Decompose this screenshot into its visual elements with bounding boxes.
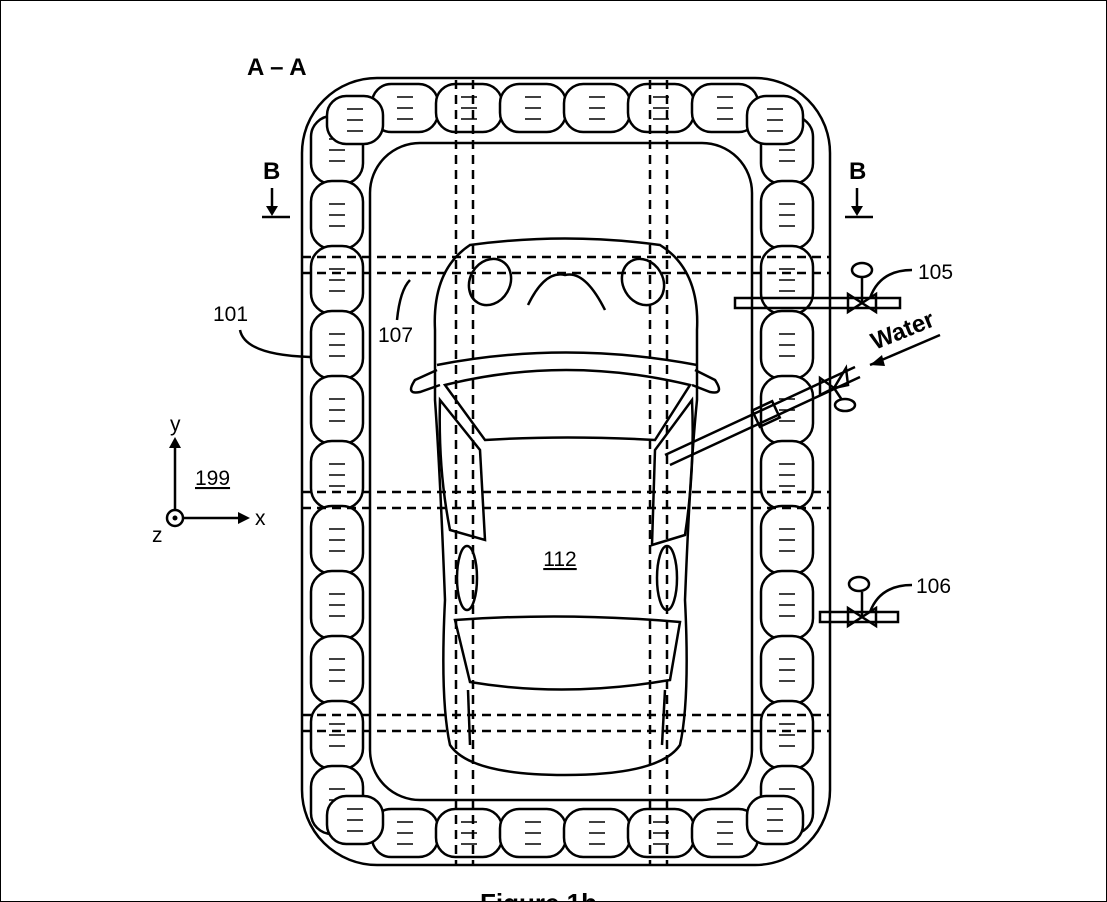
ref-107: 107 bbox=[378, 324, 413, 347]
figure-caption: Figure 1b bbox=[480, 888, 597, 902]
ref-105: 105 bbox=[918, 261, 953, 284]
outer-wall bbox=[300, 76, 832, 867]
cut-marker-left: B bbox=[262, 158, 290, 219]
axis-y-label: y bbox=[170, 413, 181, 436]
cut-label-right: B bbox=[849, 158, 866, 185]
water-arrow-icon bbox=[870, 355, 885, 366]
valve-105: 105 bbox=[733, 261, 953, 315]
vehicle-112: 112 bbox=[409, 237, 721, 777]
coordinate-axes: y x z 199 bbox=[152, 413, 266, 547]
cut-label-left: B bbox=[263, 158, 280, 185]
section-label: A – A bbox=[247, 54, 307, 81]
water-label: Water bbox=[867, 306, 938, 356]
cut-marker-right: B bbox=[845, 158, 873, 219]
frame-107-dashed bbox=[302, 80, 830, 865]
ref-106: 106 bbox=[916, 575, 951, 598]
ref-101: 101 bbox=[213, 303, 248, 326]
ref-199: 199 bbox=[195, 467, 230, 490]
water-bag-chain bbox=[309, 82, 815, 859]
valve-106: 106 bbox=[818, 575, 951, 629]
inner-wall bbox=[368, 141, 754, 802]
axis-x-label: x bbox=[255, 507, 266, 530]
axis-z-label: z bbox=[152, 524, 163, 547]
ref-112: 112 bbox=[543, 548, 576, 571]
